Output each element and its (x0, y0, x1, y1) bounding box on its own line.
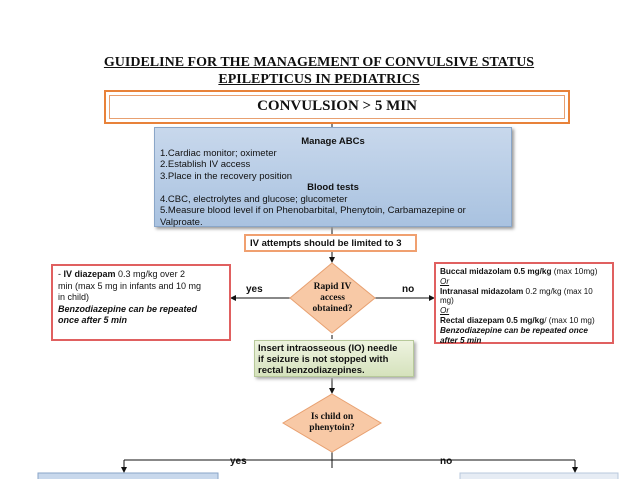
intraosseous-box: Insert intraosseous (IO) needle if seizu… (254, 340, 414, 377)
benzo-repeat-note-2: once after 5 min (58, 315, 128, 325)
buccal-line: Buccal midazolam 0.5 mg/kg (max 10mg) (440, 267, 608, 277)
right-benzo-note-1: Benzodiazepine can be repeated once (440, 325, 588, 335)
iv-diazepam-line1: - IV diazepam 0.3 mg/kg over 2 (58, 269, 224, 281)
iv-diazepam-line2: min (max 5 mg in infants and 10 mg (58, 280, 202, 291)
io-line2: if seizure is not stopped with (258, 354, 389, 365)
phenytoin-yes-label: yes (230, 456, 247, 467)
intranasal-dose: 0.2 mg/kg (523, 286, 564, 296)
diamond2-line1: Is child on (310, 412, 354, 422)
blood-item-5-cont: Valproate. (160, 216, 203, 228)
abc-item-2: 2.Establish IV access (160, 159, 251, 170)
intranasal-line: Intranasal midazolam 0.2 mg/kg (max 10 m… (440, 287, 608, 307)
iv-diazepam-drug: IV diazepam (63, 269, 116, 279)
blood-item-5: 5.Measure blood level if on Phenobarbita… (160, 205, 466, 216)
diamond1-line2: access (320, 293, 345, 303)
iv-diazepam-line3: in child) (58, 292, 90, 302)
no-label: no (402, 284, 415, 295)
or-1: Or (440, 276, 450, 286)
diamond-rapid-iv-shape (289, 262, 376, 334)
buccal-max: (max 10mg) (551, 267, 598, 276)
blood-item-4: 4.CBC, electrolytes and glucose; glucome… (160, 193, 348, 205)
buccal-drug: Buccal midazolam 0.5 mg/kg (440, 267, 552, 276)
rectal-line: Rectal diazepam 0.5 mg/kg/ (max 10 mg) (440, 316, 608, 326)
title-line-1: GUIDELINE FOR THE MANAGEMENT OF CONVULSI… (103, 55, 535, 70)
diamond1-line1: Rapid IV (313, 282, 352, 292)
iv-diazepam-dose: 0.3 mg/kg over 2 (115, 269, 186, 279)
iv-diazepam-box: - IV diazepam 0.3 mg/kg over 2 min (max … (51, 264, 231, 341)
diamond1-line3: obtained? (312, 304, 353, 314)
convulsion-box: CONVULSION > 5 MIN (104, 90, 570, 124)
intranasal-max: (max 10 mg) (440, 286, 593, 306)
dash: - (58, 269, 64, 279)
or-2: Or (440, 306, 450, 316)
diamond2-line2: phenytoin? (309, 423, 355, 433)
rectal-max: / (max 10 mg) (544, 315, 595, 325)
right-benzo-note-2: after 5 min (440, 335, 482, 345)
manage-abcs-box: Manage ABCs 1.Cardiac monitor; oximeter … (154, 127, 512, 228)
blood-tests-heading: Blood tests (307, 182, 359, 193)
bottom-left-box-partial (37, 472, 219, 479)
manage-abcs-heading: Manage ABCs (301, 136, 365, 147)
phenytoin-no-label: no (440, 456, 453, 467)
intranasal-drug: Intranasal midazolam (440, 286, 524, 296)
diamond-phenytoin-shape (282, 393, 382, 453)
title-line-2: EPILEPTICUS IN PEDIATRICS (218, 72, 420, 87)
yes-label: yes (246, 284, 263, 295)
midazolam-options-box: Buccal midazolam 0.5 mg/kg (max 10mg) Or… (434, 262, 614, 345)
bottom-right-box-partial (459, 472, 619, 479)
convulsion-inner-border (109, 95, 565, 119)
io-line1: Insert intraosseous (IO) needle (258, 343, 398, 354)
abc-item-3: 3.Place in the recovery position (160, 170, 293, 182)
rectal-drug: Rectal diazepam 0.5 mg/kg (440, 315, 545, 325)
abc-item-1: 1.Cardiac monitor; oximeter (160, 147, 277, 159)
benzo-repeat-note-1: Benzodiazepine can be repeated (58, 303, 198, 314)
iv-attempts-label: IV attempts should be limited to 3 (244, 234, 417, 252)
convulsion-label: CONVULSION > 5 MIN (257, 98, 417, 114)
io-line3: rectal benzodiazepines. (258, 365, 365, 376)
